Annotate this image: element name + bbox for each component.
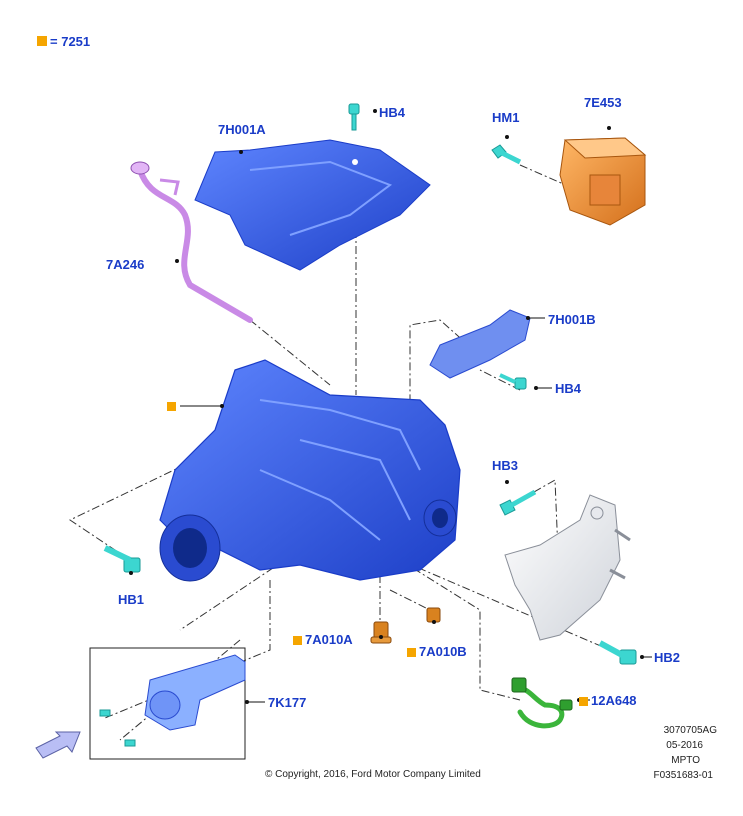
bolt-hb4-right (499, 373, 527, 390)
label-7h001a: 7H001A (218, 122, 266, 137)
actuator-inset-box (89, 647, 246, 760)
bolt-hb4-top (348, 103, 360, 131)
legend-code: 7251 (61, 34, 91, 49)
label-7a246: 7A246 (106, 257, 145, 272)
label-7k177: 7K177 (268, 695, 307, 710)
label-7a010a: 7A010A (293, 633, 353, 646)
copyright-text: © Copyright, 2016, Ford Motor Company Li… (265, 769, 481, 780)
transfer-case (159, 359, 461, 582)
harness-12a648 (511, 677, 573, 729)
view-direction-arrow (35, 731, 81, 759)
label-hb2: HB2 (654, 650, 681, 665)
label-hb4-top: HB4 (379, 105, 406, 120)
label-hb3: HB3 (492, 458, 519, 473)
legend-text: = 7251 (50, 35, 90, 48)
label-hb1: HB1 (118, 592, 145, 607)
plug-7a010a (370, 621, 392, 644)
bracket-7h001b (429, 309, 531, 379)
legend-marker (37, 36, 47, 46)
label-7h001b: 7H001B (548, 312, 596, 327)
module-7e453 (559, 137, 647, 226)
plug-7a010b (426, 607, 441, 623)
label-7a010b: 7A010B (407, 645, 467, 658)
ref-code-4: F0351683-01 (653, 770, 714, 781)
vent-tube-7a246 (130, 161, 253, 323)
heat-shield-7h001a (194, 139, 431, 271)
bolt-hb3 (499, 489, 537, 516)
label-7e453: 7E453 (584, 95, 622, 110)
ref-code-2: 05-2016 (666, 740, 703, 751)
label-12a648: 12A648 (579, 694, 637, 707)
mount-bracket (504, 494, 631, 641)
bolt-hb2 (598, 640, 637, 665)
ref-code-3: MPTO (671, 755, 700, 766)
bolt-hb1 (103, 545, 141, 573)
transfer-case-marker (167, 402, 176, 411)
legend-symbol: = (50, 34, 58, 49)
ref-code-1: 3070705AG (663, 725, 717, 736)
label-hb4-right: HB4 (555, 381, 582, 396)
bolt-hm1 (491, 144, 522, 165)
label-hm1: HM1 (492, 110, 520, 125)
